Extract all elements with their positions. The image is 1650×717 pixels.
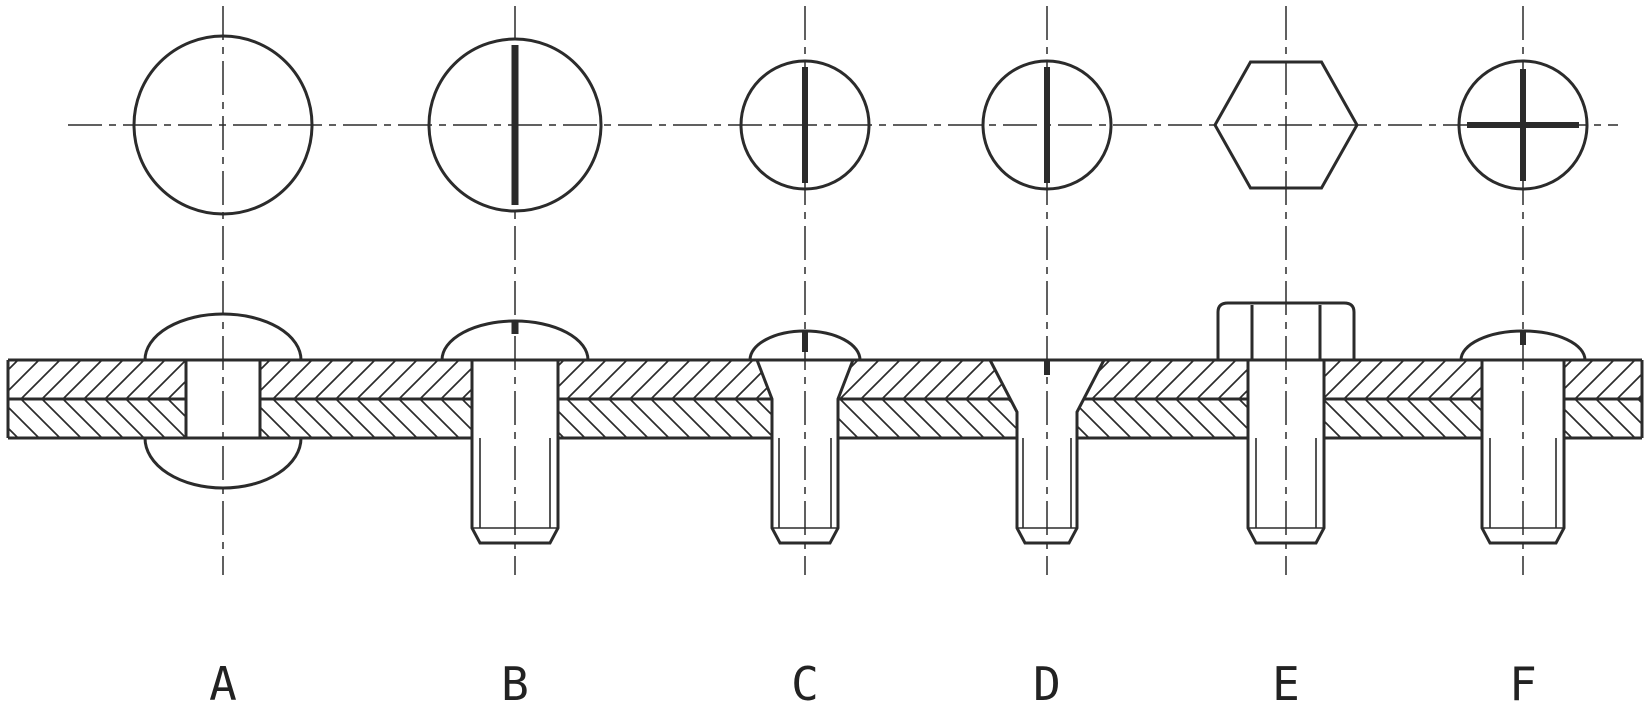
screw-c-slot-top — [802, 67, 808, 183]
fastener-label-a: A — [209, 657, 237, 711]
screw-b-head-circle — [427, 37, 603, 213]
fastener-d-top-view — [981, 59, 1113, 191]
fastener-label-d: D — [1033, 657, 1061, 711]
figure-labels: A B C D E F — [209, 657, 1537, 711]
plate-end-edges — [6, 360, 1644, 438]
screw-f-cross-horizontal — [1467, 122, 1579, 128]
fastener-label-f: F — [1509, 657, 1537, 711]
bolt-e-hex-facet-lines — [1250, 305, 1322, 360]
screw-c-head-circle — [739, 59, 871, 191]
fastener-c-top-view — [739, 59, 871, 191]
rivet-head-circle — [132, 34, 314, 216]
screw-d-head-circle — [981, 59, 1113, 191]
fastener-e-top-view — [1213, 60, 1359, 190]
plate-outlines — [6, 358, 1644, 440]
screw-d-slot-top — [1044, 67, 1050, 183]
fastener-f-top-view — [1457, 59, 1589, 191]
screw-b-slot-top — [511, 45, 519, 205]
screw-f-head-circle — [1457, 59, 1589, 191]
fastener-label-c: C — [791, 657, 819, 711]
fastener-a-rivet-top-view — [132, 34, 314, 216]
fastener-b-top-view — [427, 37, 603, 213]
fastener-label-e: E — [1272, 657, 1300, 711]
centerlines — [68, 6, 1618, 575]
fastener-label-b: B — [501, 657, 529, 711]
bolt-e-hexagon — [1213, 60, 1359, 190]
